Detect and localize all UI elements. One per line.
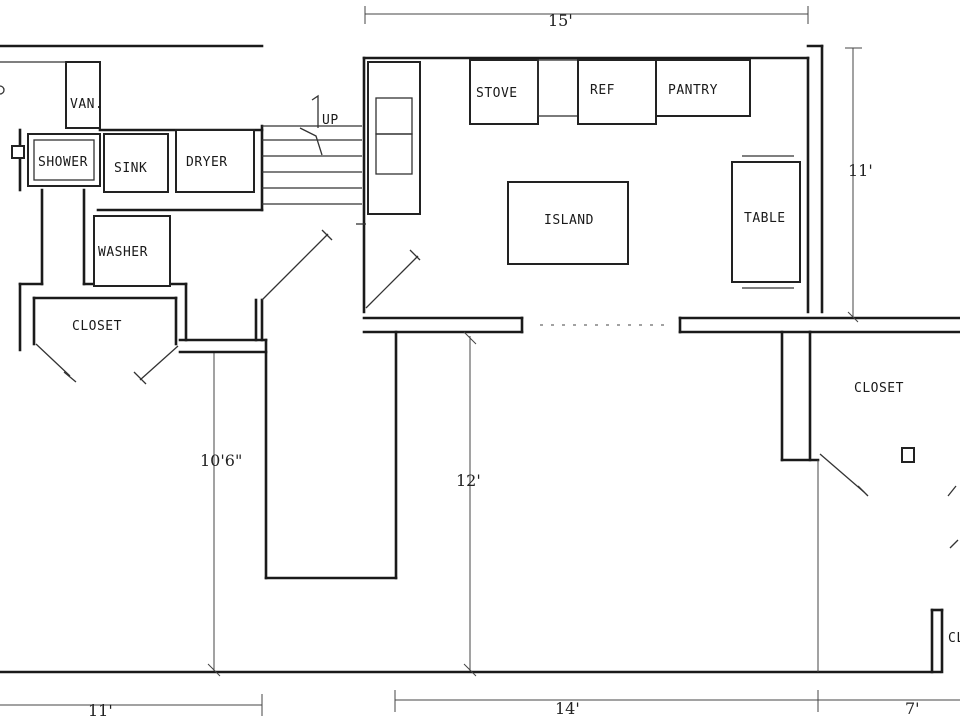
label-dryer: DRYER bbox=[186, 155, 228, 170]
label-island: ISLAND bbox=[544, 213, 594, 228]
table bbox=[731, 161, 801, 283]
dim-hall-height: 10'6" bbox=[200, 451, 242, 470]
shower bbox=[27, 133, 101, 187]
label-pantry: PANTRY bbox=[668, 83, 718, 98]
dim-bottom-mid: 14' bbox=[555, 699, 580, 718]
dimension-hall: 10'6" bbox=[200, 352, 242, 672]
closet-box-icon bbox=[901, 447, 915, 463]
dimension-right: 11' bbox=[845, 47, 873, 318]
kitchen-door bbox=[356, 223, 421, 309]
label-up: UP bbox=[322, 113, 339, 128]
dimension-bottom: 11' 14' 7' bbox=[0, 690, 960, 720]
label-closet-right: CLOSET bbox=[854, 381, 904, 396]
label-table: TABLE bbox=[744, 211, 786, 226]
dimension-top: 15' bbox=[364, 6, 809, 30]
dim-bottom-right: 7' bbox=[905, 699, 920, 718]
label-van: VAN. bbox=[70, 97, 103, 112]
closet-left-doors bbox=[35, 343, 179, 385]
washer bbox=[93, 215, 171, 287]
walls bbox=[0, 44, 960, 674]
refrigerator bbox=[577, 59, 657, 125]
dim-right-height: 11' bbox=[848, 161, 873, 180]
label-ref: REF bbox=[590, 83, 615, 98]
dim-center-height: 12' bbox=[456, 471, 481, 490]
island bbox=[507, 181, 629, 265]
stove bbox=[469, 59, 539, 125]
dimension-center: 12' bbox=[456, 336, 481, 672]
up-arrow-icon bbox=[299, 127, 323, 156]
pantry bbox=[655, 59, 751, 117]
label-cl-cut: CL bbox=[948, 631, 960, 646]
closet-right-door bbox=[819, 453, 959, 549]
label-sink: SINK bbox=[114, 161, 147, 176]
sink bbox=[103, 133, 169, 193]
label-stove: STOVE bbox=[476, 86, 518, 101]
label-washer: WASHER bbox=[98, 245, 148, 260]
label-shower: SHOWER bbox=[38, 155, 88, 170]
vanity bbox=[65, 61, 101, 129]
dryer bbox=[175, 129, 255, 193]
stairs: UP bbox=[262, 94, 362, 205]
shower-valve-icon bbox=[11, 145, 25, 159]
dim-bottom-left: 11' bbox=[88, 701, 113, 720]
kitchen-counter-left bbox=[367, 61, 421, 215]
dim-top-width: 15' bbox=[548, 11, 573, 30]
hall-door bbox=[261, 229, 333, 301]
label-closet-left: CLOSET bbox=[72, 319, 122, 334]
